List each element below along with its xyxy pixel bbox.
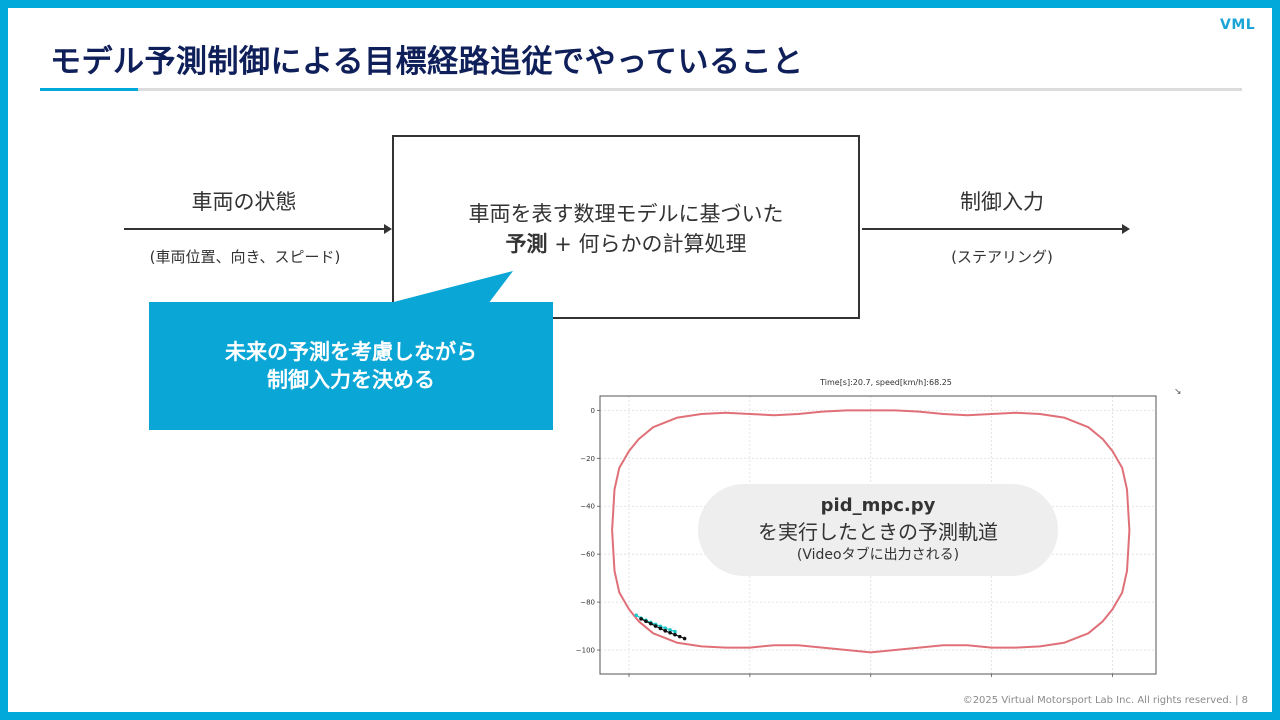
output-label: 制御入力 bbox=[960, 190, 1044, 214]
input-label: 車両の状態 bbox=[191, 190, 297, 214]
process-line-2: 予測 + 何らかの計算処理 bbox=[394, 229, 858, 259]
predicted-point bbox=[634, 613, 639, 618]
actual-point bbox=[677, 634, 682, 639]
track-path bbox=[611, 409, 1131, 654]
mpc-process-box: 車両を表す数理モデルに基づいた 予測 + 何らかの計算処理 bbox=[392, 135, 860, 319]
actual-point bbox=[663, 629, 668, 633]
input-sublabel: (車両位置、向き、スピード) bbox=[149, 248, 341, 266]
script-filename: pid_mpc.py bbox=[820, 495, 936, 516]
actual-point bbox=[682, 636, 687, 641]
callout-box: 未来の予測を考慮しながら 制御入力を決める bbox=[149, 302, 553, 430]
overlay-description: を実行したときの予測軌道 bbox=[758, 520, 998, 544]
overlay-note: (Videoタブに出力される) bbox=[796, 547, 960, 563]
callout-line-1: 未来の予測を考慮しながら bbox=[225, 340, 477, 364]
slide: モデル予測制御による目標経路追従でやっていること VML 車両の状態 (車両位置… bbox=[8, 8, 1272, 712]
vml-logo: VML bbox=[1220, 17, 1256, 33]
title-divider bbox=[40, 88, 1242, 91]
output-arrow bbox=[862, 224, 1130, 234]
actual-trajectory-line bbox=[640, 618, 685, 640]
copyright-footer: ©2025 Virtual Motorsport Lab Inc. All ri… bbox=[962, 695, 1248, 706]
predicted-point bbox=[673, 629, 677, 634]
process-line-1: 車両を表す数理モデルに基づいた bbox=[468, 202, 784, 226]
input-arrow bbox=[124, 224, 392, 234]
actual-point bbox=[658, 626, 663, 631]
actual-point bbox=[668, 630, 672, 635]
y-tick-label: −80 bbox=[580, 599, 595, 607]
y-tick-label: −60 bbox=[580, 551, 595, 559]
predicted-point bbox=[663, 626, 668, 631]
callout-line-2: 制御入力を決める bbox=[267, 368, 435, 392]
slide-title: モデル予測制御による目標経路追従でやっていること bbox=[50, 44, 804, 80]
actual-point bbox=[673, 632, 677, 637]
actual-point bbox=[639, 617, 643, 621]
predicted-point bbox=[668, 628, 672, 632]
title-accent-bar bbox=[40, 88, 138, 91]
prediction-word: 予測 bbox=[505, 232, 548, 256]
callout-text: 未来の予測を考慮しながら 制御入力を決める bbox=[149, 338, 553, 394]
y-tick-label: −20 bbox=[580, 455, 595, 463]
output-sublabel: (ステアリング) bbox=[951, 248, 1053, 266]
actual-point bbox=[644, 619, 648, 624]
plot-title: Time[s]:20.7, speed[km/h]:68.25 bbox=[820, 378, 952, 387]
process-line-2-rest: + 何らかの計算処理 bbox=[547, 232, 747, 256]
plot-frame bbox=[599, 395, 1157, 675]
process-description: 車両を表す数理モデルに基づいた 予測 + 何らかの計算処理 bbox=[394, 199, 858, 259]
mouse-cursor-icon: ↘ bbox=[1174, 387, 1182, 397]
actual-point bbox=[648, 621, 653, 626]
overlay-label: pid_mpc.py を実行したときの予測軌道 (Videoタブに出力される) bbox=[698, 484, 1058, 576]
y-tick-label: −100 bbox=[576, 647, 595, 655]
y-tick-label: 0 bbox=[591, 407, 595, 415]
actual-point bbox=[653, 624, 658, 628]
y-tick-label: −40 bbox=[580, 503, 595, 511]
